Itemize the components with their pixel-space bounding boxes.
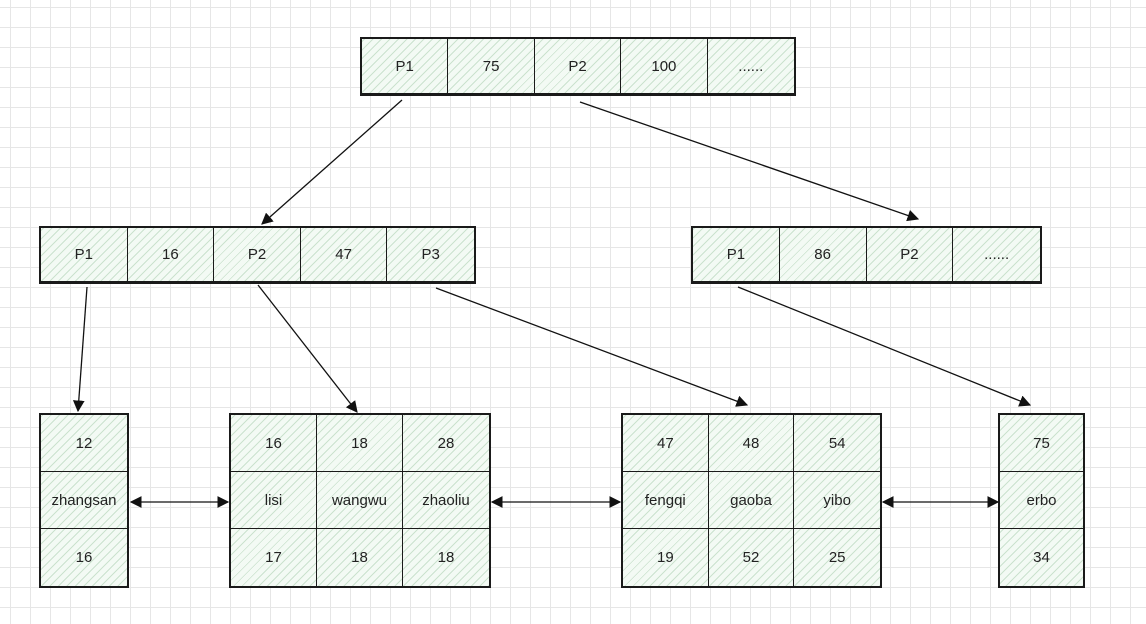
pointer-arrow-root-p2: [579, 101, 920, 222]
left-pointer-p3: P3: [387, 228, 474, 282]
left-pointer-p2: P2: [214, 228, 301, 282]
leaf2-age: 18: [317, 529, 403, 586]
right-ellipsis: ......: [953, 228, 1040, 282]
left-pointer-p1: P1: [41, 228, 128, 282]
leaf4-age: 34: [1033, 549, 1050, 566]
leaf2-name: wangwu: [317, 472, 403, 529]
leaf-node-4: 75 erbo 34: [998, 413, 1085, 588]
leaf3-name: fengqi: [623, 472, 709, 529]
internal-node-left: P1 16 P2 47 P3: [39, 226, 476, 284]
right-pointer-p1: P1: [693, 228, 780, 282]
root-pointer-p1: P1: [362, 39, 449, 94]
leaf2-id: 18: [317, 415, 403, 472]
leaf2-id: 16: [231, 415, 317, 472]
pointer-arrow-right-p1: [737, 286, 1032, 407]
pointer-arrow-left-p1: [72, 286, 88, 413]
leaf2-id: 28: [403, 415, 489, 472]
leaf-node-1: 12 zhangsan 16: [39, 413, 129, 588]
right-pointer-p2: P2: [866, 228, 954, 282]
leaf3-age: 52: [709, 529, 795, 586]
pointer-arrow-root-p1: [261, 99, 403, 225]
leaf4-id: 75: [1000, 415, 1083, 472]
leaf2-name: zhaoliu: [403, 472, 489, 529]
right-key-86: 86: [779, 228, 867, 282]
pointer-arrow-left-p2: [257, 284, 358, 413]
root-pointer-p2: P2: [534, 39, 622, 94]
leaf4-name: erbo: [1000, 472, 1083, 529]
pointer-arrow-left-p3: [435, 287, 749, 407]
leaf3-id: 47: [623, 415, 709, 472]
leaf3-id: 48: [708, 415, 795, 472]
leaf3-age: 25: [828, 549, 846, 566]
leaf1-age: 16: [75, 549, 93, 566]
leaf3-name: yibo: [794, 472, 880, 529]
leaf2-age: 18: [437, 549, 455, 566]
leaf2-name: lisi: [231, 472, 317, 529]
leaf-node-3: 47 48 54 fengqi gaoba yibo 19 52 25: [621, 413, 882, 588]
internal-node-right: P1 86 P2 ......: [691, 226, 1042, 284]
leaf2-age: 17: [231, 529, 317, 586]
left-key-16: 16: [127, 228, 215, 282]
leaf3-name: gaoba: [708, 472, 795, 529]
root-node: P1 75 P2 100 ......: [360, 37, 796, 96]
left-key-47: 47: [300, 228, 388, 282]
leaf1-name: zhangsan: [41, 472, 127, 529]
leaf-node-2: 16 18 28 lisi wangwu zhaoliu 17 18 18: [229, 413, 491, 588]
root-ellipsis: ......: [707, 39, 794, 94]
root-key-100: 100: [621, 39, 708, 94]
leaf3-age: 19: [623, 529, 709, 586]
root-key-75: 75: [448, 39, 535, 94]
leaf1-id: 12: [41, 415, 127, 472]
leaf3-id: 54: [794, 415, 880, 472]
